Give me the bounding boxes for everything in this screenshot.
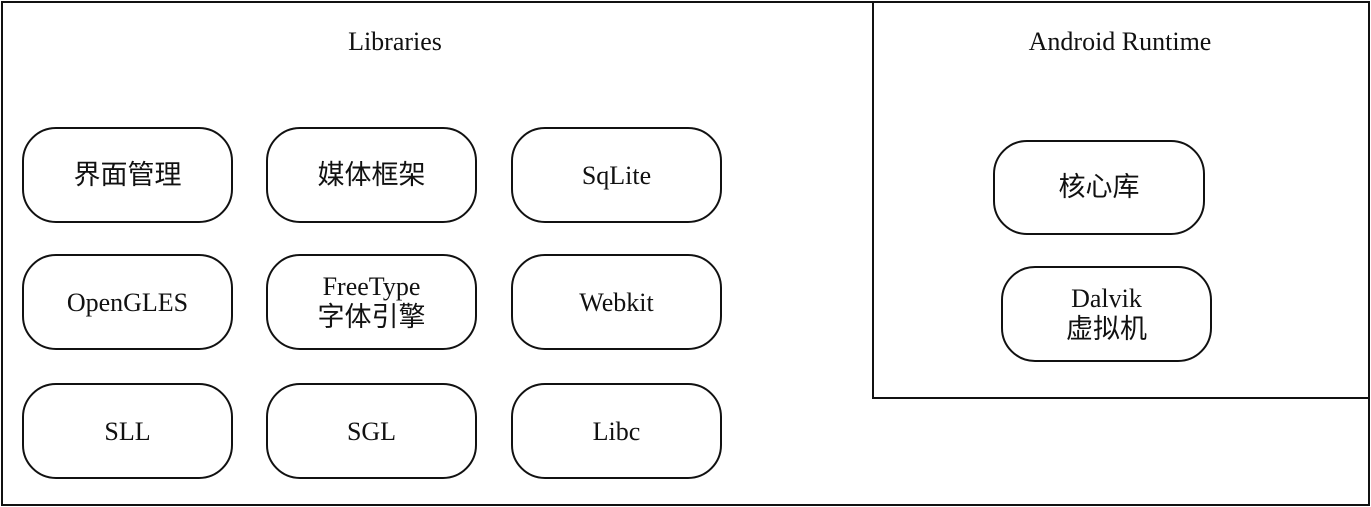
library-sublabel: 字体引擎 <box>317 302 426 333</box>
library-label: Webkit <box>579 287 654 317</box>
library-label: 媒体框架 <box>317 159 426 191</box>
library-label: SLL <box>104 416 151 446</box>
runtime-label: Dalvik <box>1071 284 1142 313</box>
library-opengles: OpenGLES <box>22 254 233 350</box>
libraries-title: Libraries <box>348 27 442 56</box>
android-runtime-title: Android Runtime <box>1028 27 1212 56</box>
library-label: SGL <box>346 416 397 446</box>
library-label: SqLite <box>581 160 652 190</box>
library-media-framework: 媒体框架 <box>266 127 477 223</box>
runtime-dalvik-vm: Dalvik 虚拟机 <box>1001 266 1212 362</box>
library-ui-management: 界面管理 <box>22 127 233 223</box>
library-label: OpenGLES <box>66 287 189 317</box>
library-label: Libc <box>592 416 641 446</box>
runtime-core-libraries: 核心库 <box>993 140 1205 235</box>
library-sgl: SGL <box>266 383 477 479</box>
library-freetype: FreeType 字体引擎 <box>266 254 477 350</box>
library-webkit: Webkit <box>511 254 722 350</box>
library-sll: SLL <box>22 383 233 479</box>
runtime-sublabel: 虚拟机 <box>1066 314 1147 345</box>
library-label: 界面管理 <box>73 159 182 191</box>
runtime-label: 核心库 <box>1058 172 1140 203</box>
library-sqlite: SqLite <box>511 127 722 223</box>
library-label: FreeType <box>322 272 421 301</box>
library-libc: Libc <box>511 383 722 479</box>
